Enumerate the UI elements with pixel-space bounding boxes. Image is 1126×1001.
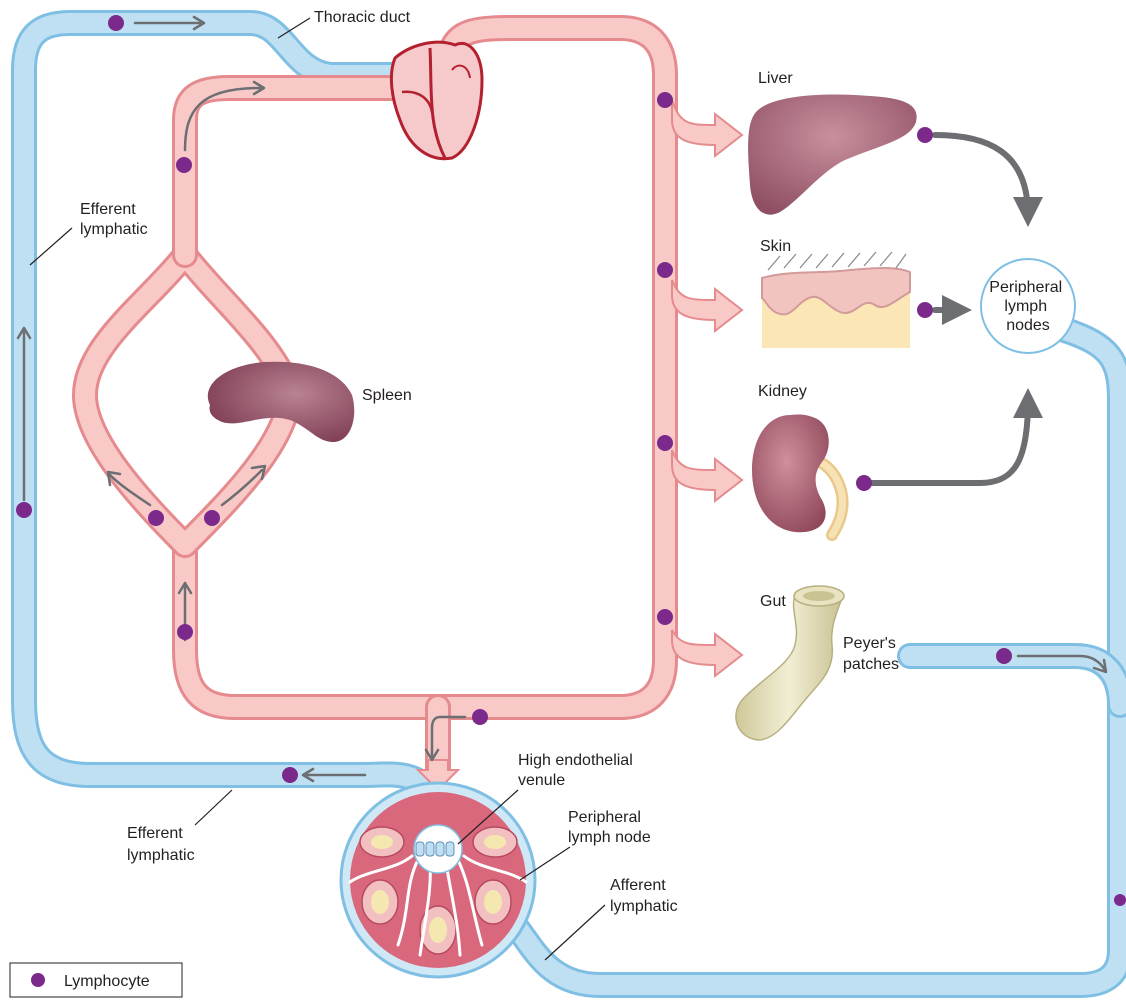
liver-drainage-arrow xyxy=(935,135,1028,215)
thoracic-duct-label: Thoracic duct xyxy=(314,9,411,26)
skin-icon xyxy=(762,252,910,348)
lymphocyte-dot-icon xyxy=(31,973,45,987)
legend: Lymphocyte xyxy=(10,963,182,997)
peripheral-lymph-node-label: Peripheral lymph node xyxy=(568,809,651,846)
lymphocyte-dot-icon xyxy=(657,435,673,451)
lymphocyte-dot-icon xyxy=(657,262,673,278)
lymphocyte-dot-icon xyxy=(108,15,124,31)
organ-branch-arrows xyxy=(418,100,742,790)
liver-icon xyxy=(748,95,917,215)
liver-label: Liver xyxy=(758,70,793,87)
skin-label: Skin xyxy=(760,238,791,255)
lymphocyte-dot-icon xyxy=(204,510,220,526)
efferent-lymphatic-top-label: Efferent lymphatic xyxy=(80,201,148,238)
kidney-drainage-arrow xyxy=(870,400,1028,483)
lymphocyte-dot-icon xyxy=(472,709,488,725)
kidney-label: Kidney xyxy=(758,383,807,400)
lymphocyte-dot-icon xyxy=(917,127,933,143)
lymphocyte-dot-icon xyxy=(917,302,933,318)
lymphocyte-dot-icon xyxy=(282,767,298,783)
leader-lines xyxy=(30,18,605,960)
kidney-branch-arrow xyxy=(672,450,742,501)
lymphocyte-dot-icon xyxy=(148,510,164,526)
lymphocyte-dot-icon xyxy=(657,609,673,625)
lymph-node-icon xyxy=(341,783,535,977)
spleen-label: Spleen xyxy=(362,387,412,404)
heart-icon xyxy=(391,42,482,158)
kidney-icon xyxy=(752,414,843,535)
legend-label: Lymphocyte xyxy=(64,973,150,990)
peyers-patches-label: Peyer's patches xyxy=(843,635,900,673)
lymphocyte-dot-icon xyxy=(856,475,872,491)
gut-label: Gut xyxy=(760,593,786,610)
afferent-lymphatic-label: Afferent lymphatic xyxy=(610,877,678,915)
lymphocyte-dot-icon xyxy=(996,648,1012,664)
lymphocyte-dot-icon xyxy=(177,624,193,640)
gut-icon xyxy=(736,586,844,740)
lymphocyte-dot-icon xyxy=(16,502,32,518)
high-endothelial-venule-label: High endothelial venule xyxy=(518,752,637,789)
gut-branch-arrow xyxy=(672,630,742,676)
efferent-lymphatic-bottom-label: Efferent lymphatic xyxy=(127,825,195,864)
liver-branch-arrow xyxy=(672,100,742,156)
lymphocyte-dot-icon xyxy=(657,92,673,108)
skin-branch-arrow xyxy=(672,280,742,331)
lymphocyte-dot-icon xyxy=(176,157,192,173)
lymphocyte-dot-icon xyxy=(1114,894,1126,906)
